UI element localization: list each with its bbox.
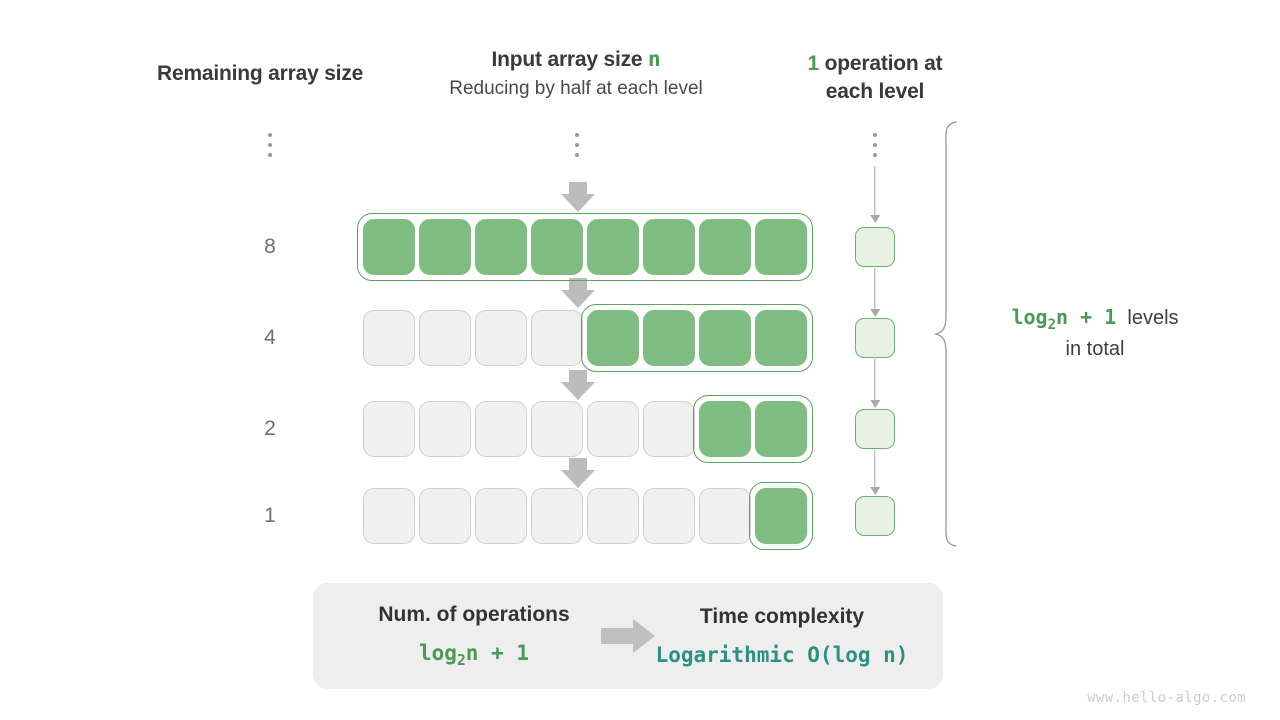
header-left-title: Remaining array size [157, 62, 364, 85]
dot [575, 153, 579, 157]
header-right-line2: each level [825, 79, 925, 103]
header-remaining-array-size: Remaining array size [157, 62, 363, 86]
operation-box [855, 496, 895, 536]
array-row [363, 488, 807, 544]
summary-operations-value-post: n + 1 [465, 640, 529, 665]
levels-formula: log2n + 1 [1011, 305, 1117, 333]
dot [873, 133, 877, 137]
array-cell-active [643, 219, 695, 275]
array-cell-inactive [531, 488, 583, 544]
operation-box [855, 227, 895, 267]
array-cell-inactive [419, 401, 471, 457]
levels-brace [933, 120, 964, 553]
header-middle-subtitle: Reducing by half at each level [449, 78, 703, 99]
header-middle-title: Input array size n [418, 47, 734, 72]
array-cell-inactive [531, 310, 583, 366]
summary-complexity: Time complexity Logarithmic O(log n) [655, 605, 909, 667]
array-cell-inactive [419, 488, 471, 544]
row-label-size: 8 [264, 235, 276, 258]
array-cell-inactive [587, 488, 639, 544]
row-label-size: 2 [264, 417, 276, 440]
summary-complexity-title: Time complexity [699, 605, 865, 628]
header-operations-per-level: 1 operation at each level [784, 50, 966, 105]
array-cell-active [475, 219, 527, 275]
summary-panel: Num. of operations log2n + 1 Time comple… [313, 583, 943, 689]
summary-operations: Num. of operations log2n + 1 [347, 603, 601, 669]
halving-arrow-icon [561, 182, 595, 212]
operation-box [855, 409, 895, 449]
dot [575, 143, 579, 147]
summary-complexity-value: Logarithmic O(log n) [655, 643, 909, 667]
array-row [363, 310, 807, 366]
array-row [363, 219, 807, 275]
array-cell-inactive [475, 401, 527, 457]
dot [873, 153, 877, 157]
array-cell-active [587, 219, 639, 275]
levels-total-note: log2n + 1 levels in total [975, 303, 1215, 364]
array-cell-inactive [363, 401, 415, 457]
halving-arrow-icon [561, 370, 595, 400]
array-cell-active [755, 488, 807, 544]
operation-connector-arrow [874, 268, 876, 316]
array-cell-active [363, 219, 415, 275]
array-cell-inactive [363, 488, 415, 544]
row-label-size: 1 [264, 504, 276, 527]
dot [575, 133, 579, 137]
array-cell-inactive [363, 310, 415, 366]
site-watermark: www.hello-algo.com [1087, 690, 1246, 706]
header-right-line1-text: operation at [824, 52, 943, 75]
array-cell-inactive [643, 401, 695, 457]
header-input-array-size: Input array size n Reducing by half at e… [418, 47, 734, 100]
operation-connector-arrow [874, 450, 876, 494]
array-cell-inactive [419, 310, 471, 366]
array-cell-inactive [475, 310, 527, 366]
array-cell-active [755, 310, 807, 366]
operation-box [855, 318, 895, 358]
ellipsis-left-column [263, 133, 277, 157]
dot [268, 153, 272, 157]
halving-arrow-icon [561, 278, 595, 308]
implies-arrow-icon [601, 619, 655, 653]
ellipsis-center-column [570, 133, 584, 157]
halving-arrow-icon [561, 458, 595, 488]
levels-formula-post: n + 1 [1056, 305, 1117, 329]
array-cell-inactive [643, 488, 695, 544]
header-right-line1: 1 operation at [784, 50, 966, 78]
array-cell-inactive [475, 488, 527, 544]
row-label-size: 4 [264, 326, 276, 349]
array-cell-active [755, 219, 807, 275]
dot [268, 133, 272, 137]
summary-operations-value-pre: log [419, 640, 457, 665]
array-cell-inactive [531, 401, 583, 457]
dot [268, 143, 272, 147]
dot [873, 143, 877, 147]
array-cell-active [699, 310, 751, 366]
array-cell-active [643, 310, 695, 366]
array-cell-active [699, 401, 751, 457]
array-cell-inactive [587, 401, 639, 457]
operation-connector-arrow [874, 166, 876, 222]
array-cell-active [755, 401, 807, 457]
header-middle-title-text: Input array size [491, 48, 643, 71]
summary-operations-value-sub: 2 [456, 652, 466, 670]
header-middle-variable: n [648, 47, 661, 71]
levels-formula-pre: log [1011, 305, 1048, 329]
ellipsis-right-column [868, 133, 882, 157]
array-cell-active [531, 219, 583, 275]
summary-operations-value: log2n + 1 [347, 641, 601, 669]
array-cell-inactive [699, 488, 751, 544]
array-cell-active [587, 310, 639, 366]
array-cell-active [419, 219, 471, 275]
array-row [363, 401, 807, 457]
summary-operations-title: Num. of operations [378, 602, 570, 626]
levels-formula-sub: 2 [1047, 317, 1057, 333]
header-right-count: 1 [807, 52, 820, 75]
array-cell-active [699, 219, 751, 275]
operation-connector-arrow [874, 359, 876, 407]
levels-note-line2: in total [1065, 338, 1125, 361]
levels-note-text: levels [1127, 307, 1179, 329]
